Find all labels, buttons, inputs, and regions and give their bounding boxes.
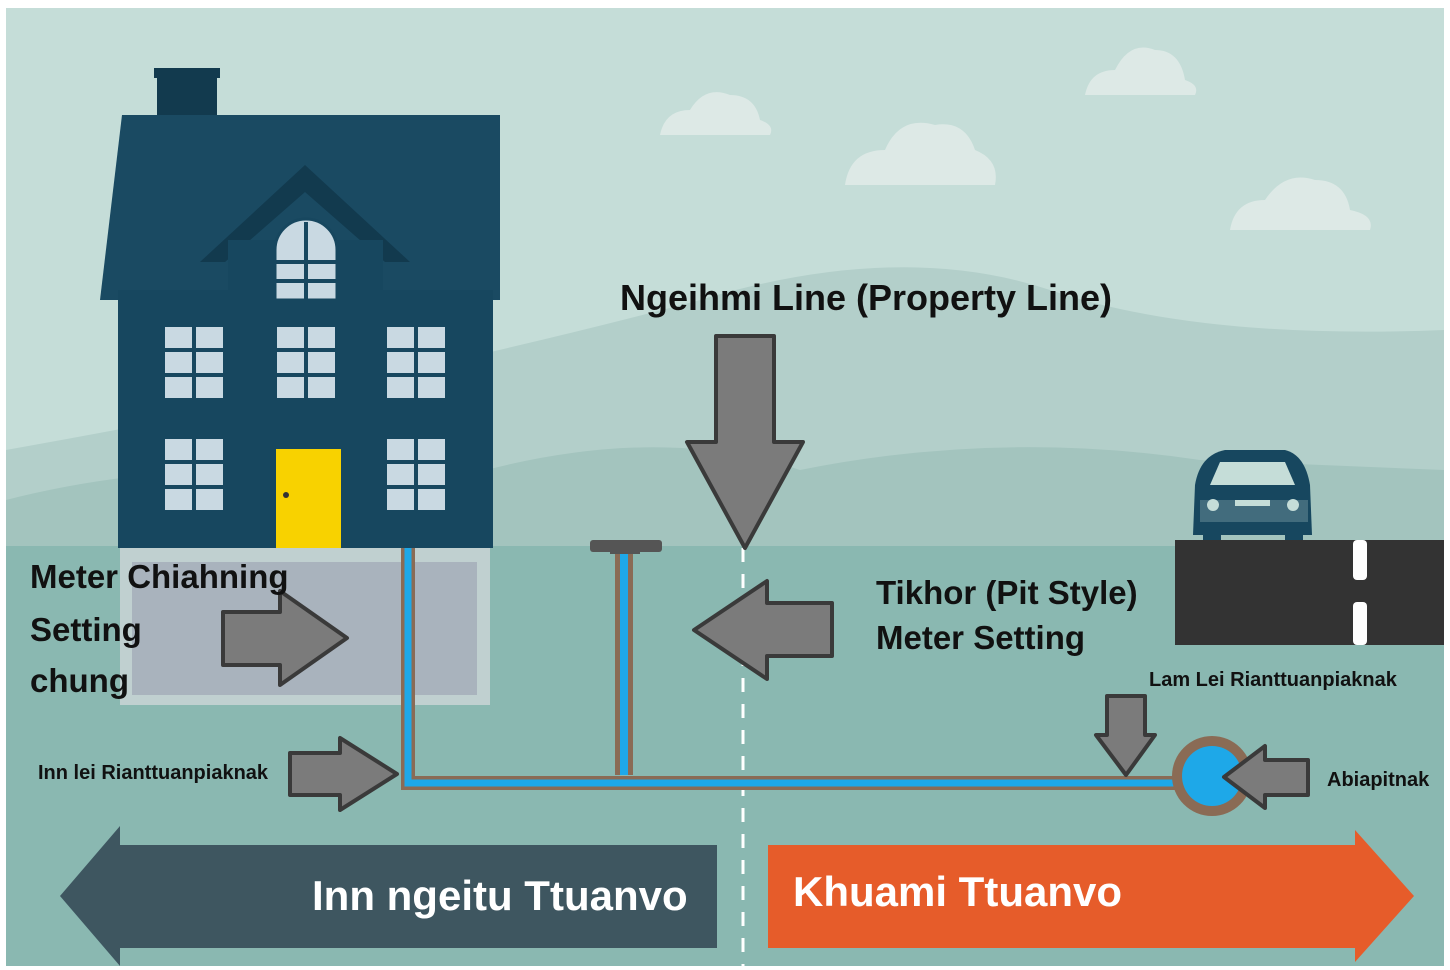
windows (161, 323, 449, 514)
water-pipes (401, 548, 1195, 790)
customer-pipe-label: Inn lei Rianttuanpiaknak (38, 762, 269, 784)
chimney (157, 72, 217, 122)
basement-meter-label-line3: chung (30, 662, 129, 699)
car-icon (1193, 450, 1312, 545)
meter-pit-lid (590, 540, 662, 552)
property-line-label: Ngeihmi Line (Property Line) (620, 277, 1113, 318)
pit-meter-arrow (692, 579, 834, 681)
customer-pipe-arrow (288, 736, 399, 812)
pointer-arrows (221, 334, 1310, 812)
clouds (660, 47, 1371, 230)
property-line-arrow (685, 334, 805, 550)
service-pipe-label: Lam Lei Rianttuanpiaknak (1149, 669, 1397, 691)
service-pipe-arrow (1094, 694, 1157, 777)
owner-responsibility-label: Inn ngeitu Ttuanvo (312, 872, 688, 919)
basement-meter-label-line2: Setting (30, 611, 142, 648)
basement-meter-arrow (221, 589, 349, 687)
house-gable (200, 165, 410, 262)
water-main-label: Abiapitnak (1327, 769, 1430, 791)
city-responsibility-label: Khuami Ttuanvo (793, 868, 1123, 915)
house (100, 68, 500, 548)
city-responsibility-banner (768, 830, 1414, 962)
water-main-arrow (1222, 744, 1310, 810)
owner-responsibility-banner (60, 826, 717, 966)
pit-meter-label-line2: Meter Setting (876, 619, 1086, 656)
road (1175, 540, 1444, 645)
pit-meter-label-line1: Tikhor (Pit Style) (876, 574, 1138, 611)
basement-meter-label-line1: Meter Chiahning (30, 558, 289, 595)
front-door (276, 449, 341, 548)
